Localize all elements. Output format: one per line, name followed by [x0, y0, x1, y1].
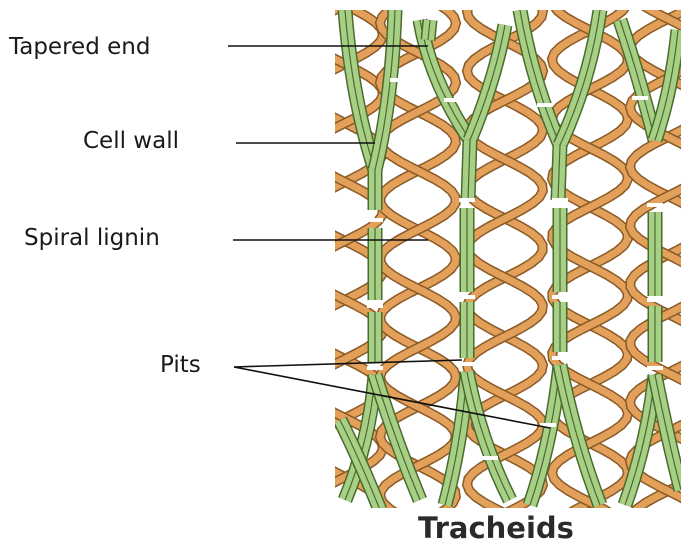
pit	[647, 298, 663, 302]
pit	[367, 304, 383, 308]
pit	[537, 103, 553, 107]
pit	[390, 78, 406, 82]
pit	[647, 366, 663, 370]
pit	[459, 198, 475, 202]
diagram-caption: Tracheids	[418, 514, 574, 543]
pit	[647, 203, 663, 207]
pit	[552, 198, 568, 202]
pit	[632, 96, 648, 100]
label-spiral-lignin: Spiral lignin	[24, 227, 160, 250]
pit	[444, 98, 460, 102]
pit	[459, 362, 475, 366]
label-tapered-end: Tapered end	[9, 36, 150, 59]
pit	[399, 138, 415, 142]
label-pits: Pits	[160, 354, 201, 377]
label-cell-wall: Cell wall	[83, 130, 179, 153]
pit	[459, 295, 475, 299]
pit	[552, 295, 568, 299]
pit	[367, 218, 383, 222]
pit	[482, 456, 498, 460]
pit	[552, 356, 568, 360]
cell-wall-layer	[340, 10, 681, 510]
pit	[367, 366, 383, 370]
